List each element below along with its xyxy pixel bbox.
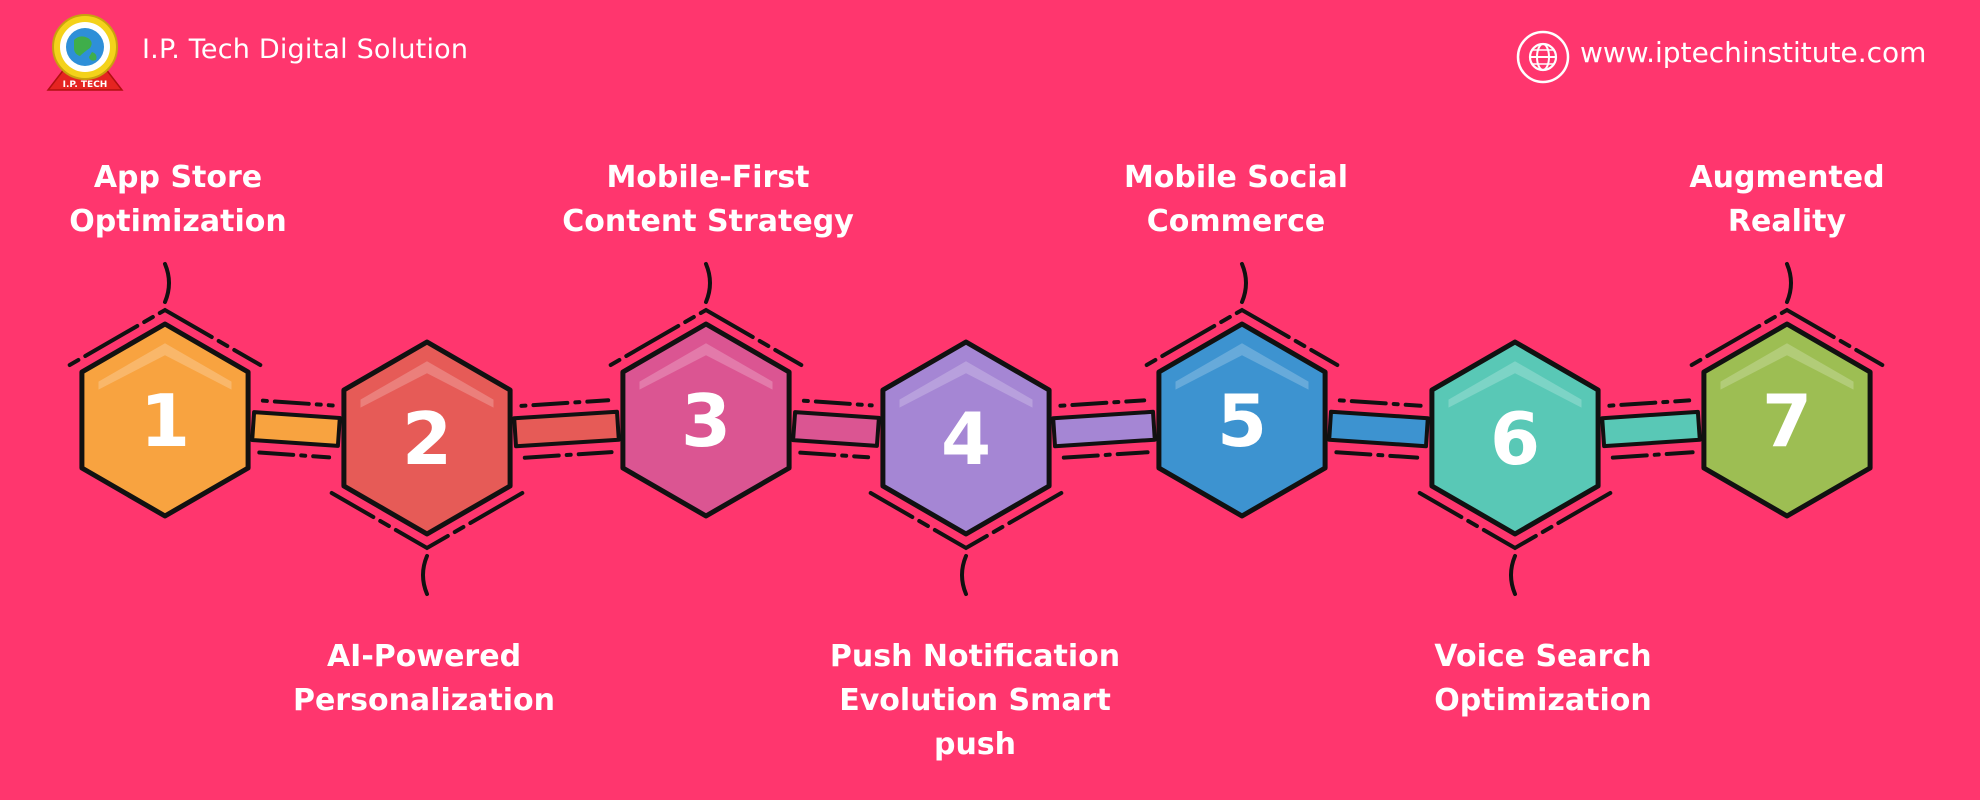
hexagon-highlight-4: [899, 361, 1033, 408]
step-label-2: AI-Powered Personalization: [292, 639, 556, 718]
hexagon-5: [1156, 321, 1328, 519]
connector-sketch-2: [522, 450, 614, 460]
label-tick-2: [421, 554, 429, 596]
step-number-2: 2: [402, 397, 452, 481]
connector-2-3: [512, 409, 621, 449]
hexagon-highlight-7: [1720, 343, 1854, 390]
hexagon-highlight-3: [639, 343, 773, 390]
connector-sketch-b-2: [519, 398, 611, 408]
connector-sketch-6: [1610, 450, 1695, 460]
connector-4-5: [1051, 409, 1157, 449]
logo-text: I.P. TECH: [63, 80, 108, 90]
hexagon-highlight-6: [1448, 361, 1582, 408]
hexagon-sketch-2: [329, 491, 525, 551]
hexagon-3: [620, 321, 792, 519]
step-number-1: 1: [140, 379, 190, 463]
website-link[interactable]: www.iptechinstitute.com: [1580, 36, 1927, 69]
connector-sketch-1: [257, 450, 332, 460]
hexagon-highlight-1: [98, 343, 232, 390]
connector-5-6: [1327, 409, 1430, 449]
connector-sketch-b-3: [801, 398, 874, 408]
label-tick-4: [960, 554, 968, 596]
connector-sketch-b-5: [1337, 398, 1423, 408]
label-tick-7: [1785, 262, 1793, 304]
hexagon-1: [79, 321, 251, 519]
connector-sketch-b-6: [1607, 398, 1692, 408]
hexagon-4: [880, 339, 1052, 537]
step-number-7: 7: [1762, 379, 1812, 463]
label-tick-1: [163, 262, 171, 304]
step-number-5: 5: [1217, 379, 1267, 463]
step-label-6: Voice Search Optimization: [1434, 639, 1652, 718]
hexagon-sketch-5: [1144, 307, 1340, 367]
label-tick-3: [704, 262, 712, 304]
step-number-3: 3: [681, 379, 731, 463]
hexagon-7: [1701, 321, 1873, 519]
hexagon-sketch-4: [868, 491, 1064, 551]
label-tick-5: [1240, 262, 1248, 304]
step-number-6: 6: [1490, 397, 1540, 481]
globe-icon: [1516, 30, 1570, 84]
ip-tech-logo: I.P. TECH: [46, 14, 124, 91]
connector-sketch-b-1: [260, 398, 335, 408]
step-label-1: App Store Optimization: [69, 160, 287, 239]
hexagon-sketch-1: [67, 307, 263, 367]
hexagon-sketch-7: [1689, 307, 1885, 367]
step-label-5: Mobile Social Commerce: [1123, 160, 1349, 239]
step-label-3: Mobile-First Content Strategy: [562, 160, 854, 239]
brand-name: I.P. Tech Digital Solution: [142, 34, 469, 65]
step-label-7: Augmented Reality: [1689, 160, 1885, 239]
hexagon-highlight-2: [360, 361, 494, 408]
step-number-4: 4: [941, 397, 991, 481]
connector-3-4: [791, 410, 881, 448]
connector-6-7: [1600, 409, 1702, 449]
connector-sketch-b-4: [1058, 398, 1147, 408]
hexagon-highlight-5: [1175, 343, 1309, 390]
connector-sketch-3: [798, 450, 871, 460]
connector-sketch-5: [1334, 450, 1420, 460]
hexagon-6: [1429, 339, 1601, 537]
hexagon-sketch-3: [608, 307, 804, 367]
connector-sketch-4: [1061, 450, 1150, 460]
connector-1-2: [250, 410, 342, 448]
hexagon-2: [341, 339, 513, 537]
step-label-4: Push Notification Evolution Smart push: [829, 639, 1121, 762]
label-tick-6: [1509, 554, 1517, 596]
hexagon-sketch-6: [1417, 491, 1613, 551]
